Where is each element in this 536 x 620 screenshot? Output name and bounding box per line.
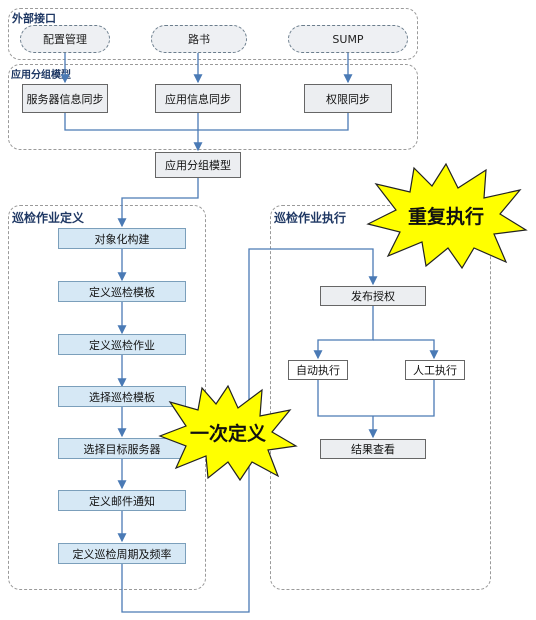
roadbook-pill: 路书 (151, 25, 247, 53)
app-group-section (8, 64, 418, 150)
manual-execute-box: 人工执行 (405, 360, 465, 380)
result-view-box: 结果查看 (320, 439, 426, 459)
external-interfaces-group (8, 8, 418, 60)
inspection-definition-title: 巡检作业定义 (12, 211, 85, 225)
step-define-template: 定义巡检模板 (58, 281, 186, 302)
app-info-sync-box: 应用信息同步 (155, 84, 241, 113)
once-burst-label: 一次定义 (189, 422, 266, 445)
app-group-model-box: 应用分组模型 (155, 152, 241, 178)
step-define-job: 定义巡检作业 (58, 334, 186, 355)
permission-sync-box: 权限同步 (304, 84, 392, 113)
step-define-schedule: 定义巡检周期及频率 (58, 543, 186, 564)
once-burst-icon (158, 384, 298, 482)
server-info-sync-box: 服务器信息同步 (22, 84, 108, 113)
repeat-burst-label: 重复执行 (407, 205, 484, 228)
step-object-build: 对象化构建 (58, 228, 186, 249)
app-group-section-title: 应用分组模型 (11, 70, 71, 81)
sump-pill: SUMP (288, 25, 408, 53)
step-select-server: 选择目标服务器 (58, 438, 186, 459)
step-define-mail: 定义邮件通知 (58, 490, 186, 511)
external-interfaces-title: 外部接口 (12, 12, 56, 25)
inspection-execution-title: 巡检作业执行 (274, 211, 347, 225)
repeat-burst-icon (366, 162, 528, 270)
inspection-execution-group (270, 205, 491, 590)
publish-authorize-box: 发布授权 (320, 286, 426, 306)
config-management-pill: 配置管理 (20, 25, 110, 53)
auto-execute-box: 自动执行 (288, 360, 348, 380)
step-select-template: 选择巡检模板 (58, 386, 186, 407)
